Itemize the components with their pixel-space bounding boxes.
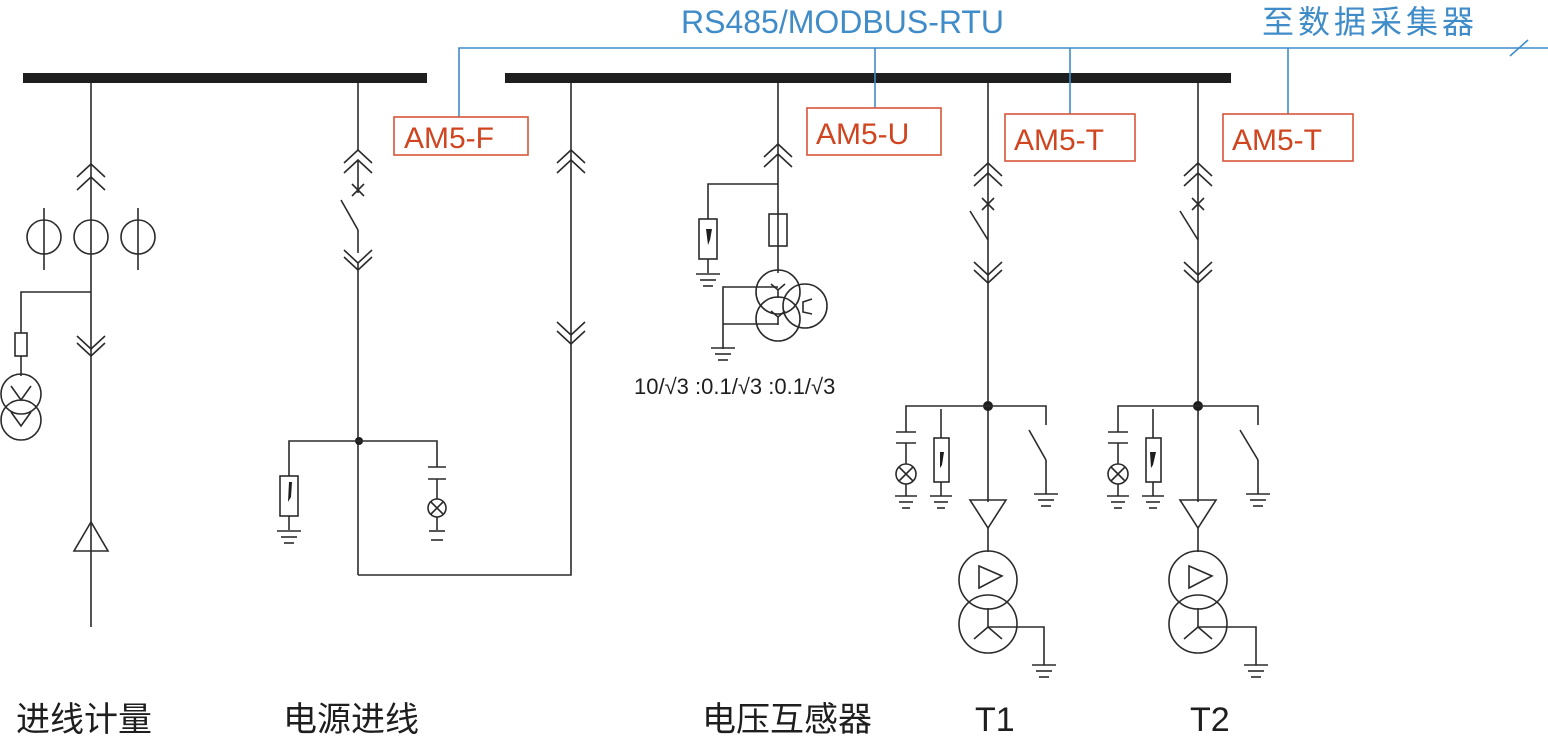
feeder-label-t2: T2 — [1190, 701, 1230, 739]
indicator-lamp-icon — [895, 463, 917, 485]
feeder-incoming-metering — [0, 83, 156, 627]
ground-icon — [277, 530, 301, 544]
rs485-bus — [458, 39, 1548, 117]
transformer-icon — [958, 550, 1018, 654]
bus-continuation-tick — [1509, 39, 1529, 57]
ground-icon — [1107, 495, 1129, 509]
svg-text:AM5-F: AM5-F — [404, 122, 494, 155]
fuse-icon — [768, 213, 788, 247]
capacitor-icon — [1108, 431, 1128, 444]
meter-am5-t1[interactable]: AM5-T — [1004, 113, 1136, 162]
circuit-breaker-icon — [351, 183, 365, 197]
earthing-switch-icon — [1239, 429, 1259, 461]
svg-text:AM5-U: AM5-U — [816, 118, 909, 151]
feeder-label-incoming-metering: 进线计量 — [16, 700, 152, 740]
feeder-t2 — [1107, 83, 1270, 678]
withdrawable-contact-icon — [343, 148, 373, 164]
ground-icon — [895, 495, 917, 509]
withdrawable-contact-icon — [763, 142, 793, 158]
indicator-lamp-icon — [427, 498, 447, 518]
withdrawable-contact-icon — [1183, 261, 1213, 277]
fuse-icon — [14, 332, 28, 357]
vt-ratio-label: 10/√3 :0.1/√3 :0.1/√3 — [634, 374, 835, 399]
capacitor-icon — [896, 431, 916, 444]
cable-termination-icon — [968, 499, 1008, 530]
withdrawable-contact-icon — [76, 335, 106, 351]
withdrawable-contact-icon — [973, 261, 1003, 277]
ground-icon — [930, 495, 952, 509]
feeder-t1 — [895, 83, 1058, 678]
ground-icon — [1034, 493, 1058, 507]
withdrawable-contact-icon — [973, 161, 1003, 177]
withdrawable-contact-icon — [556, 148, 586, 164]
cable-termination-icon — [1178, 499, 1218, 530]
meter-am5-t2[interactable]: AM5-T — [1222, 113, 1354, 162]
circuit-breaker-icon — [981, 197, 995, 211]
ground-icon — [1246, 493, 1270, 507]
cable-termination-icon — [72, 520, 110, 552]
busbar-left — [23, 73, 427, 83]
svg-text:AM5-T: AM5-T — [1232, 124, 1322, 157]
feeder-label-t1: T1 — [975, 701, 1015, 739]
three-winding-vt-icon — [755, 269, 828, 342]
ground-icon — [711, 347, 735, 361]
ground-icon — [1032, 664, 1056, 678]
busbar-right — [505, 73, 1231, 83]
withdrawable-contact-icon — [556, 321, 586, 337]
protocol-label: RS485/MODBUS-RTU — [681, 4, 1004, 40]
withdrawable-contact-icon — [76, 162, 106, 178]
meter-am5-f[interactable]: AM5-F — [393, 116, 529, 156]
disconnector-icon — [340, 199, 359, 231]
voltage-transformer-icon — [0, 373, 42, 441]
earthing-switch-icon — [1028, 429, 1047, 461]
circuit-breaker-icon — [1191, 197, 1205, 211]
meter-am5-u[interactable]: AM5-U — [806, 107, 942, 156]
feeder-power-incoming — [277, 83, 586, 576]
ground-icon — [429, 530, 445, 541]
feeder-label-power-incoming: 电源进线 — [283, 700, 419, 740]
withdrawable-contact-icon — [1183, 161, 1213, 177]
feeder-label-voltage-transformer: 电压互感器 — [702, 700, 872, 740]
ground-icon — [696, 273, 720, 287]
ground-icon — [1244, 664, 1268, 678]
disconnector-icon — [1179, 210, 1199, 241]
indicator-lamp-icon — [1107, 463, 1129, 485]
ground-icon — [1142, 495, 1164, 509]
feeder-voltage-transformer — [696, 83, 828, 361]
destination-label: 至数据采集器 — [1262, 3, 1478, 41]
disconnector-icon — [969, 210, 989, 241]
capacitor-icon — [428, 466, 446, 480]
current-transformer-icon — [26, 208, 156, 270]
transformer-icon — [1168, 550, 1228, 654]
svg-text:AM5-T: AM5-T — [1014, 124, 1104, 157]
